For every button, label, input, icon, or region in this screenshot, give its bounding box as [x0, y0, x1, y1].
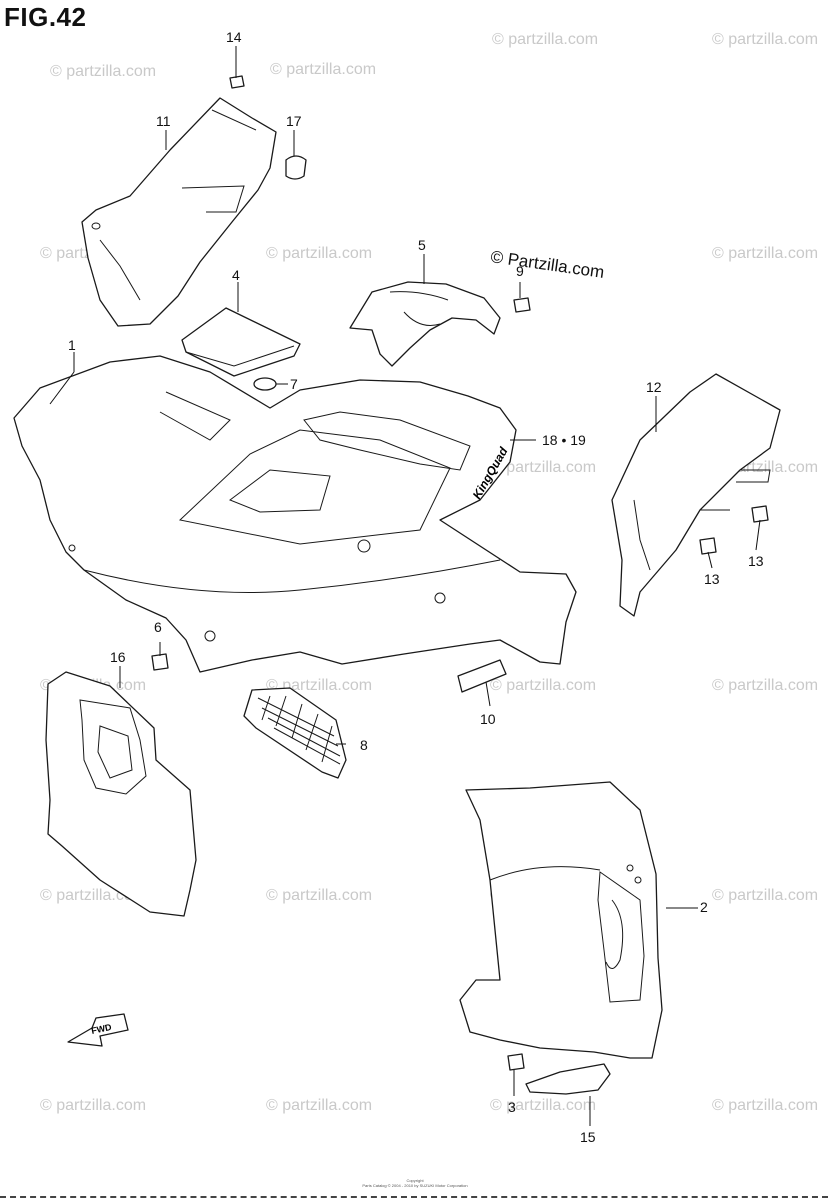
- callout-3: 3: [508, 1099, 516, 1115]
- watermark: © partzilla.com: [266, 245, 372, 262]
- watermark: © partzilla.com: [50, 63, 156, 80]
- callout-16: 16: [110, 649, 126, 665]
- callout-10: 10: [480, 711, 496, 727]
- copyright-note: Copyright Parts Catalog © 2004 - 2010 by…: [330, 1178, 500, 1188]
- figure-title: FIG.42: [4, 2, 87, 32]
- callout-17: 17: [286, 113, 302, 129]
- callout-12: 12: [646, 379, 662, 395]
- callout-labels: 1 2 3 4 5 6 7 8 9 10 11 12 13 13 14 15 1…: [68, 29, 764, 1145]
- watermark: © partzilla.com: [266, 1097, 372, 1114]
- leader-lines: [49, 46, 761, 1126]
- part-4-cover: [181, 307, 301, 377]
- watermark: © partzilla.com: [266, 887, 372, 904]
- callout-13a: 13: [748, 553, 764, 569]
- watermark: © partzilla.com: [40, 1097, 146, 1114]
- part-9-screw: [513, 297, 531, 313]
- callout-1: 1: [68, 337, 76, 353]
- callout-6: 6: [154, 619, 162, 635]
- fwd-label: FWD: [90, 1022, 113, 1036]
- part-16-mud-guard: [45, 671, 197, 917]
- callout-9: 9: [516, 263, 524, 279]
- watermark: © partzilla.com: [712, 1097, 818, 1114]
- callout-14: 14: [226, 29, 242, 45]
- copyright-line-1: Copyright: [406, 1178, 424, 1183]
- part-17-grommet: [285, 155, 307, 180]
- part-5-meter-cover: [349, 281, 501, 367]
- callout-8: 8: [360, 737, 368, 753]
- part-8-grille: [243, 687, 347, 779]
- part-14-bolt: [229, 75, 245, 89]
- watermark: © partzilla.com: [270, 61, 376, 78]
- watermark: © partzilla.com: [712, 31, 818, 48]
- callout-11: 11: [156, 113, 171, 129]
- bottom-divider: [0, 1196, 828, 1198]
- callout-15: 15: [580, 1129, 596, 1145]
- part-10-seal: [457, 659, 507, 693]
- part-11-left-panel: [81, 97, 277, 327]
- part-15-small-guard: [525, 1063, 611, 1095]
- watermark: © partzilla.com: [712, 887, 818, 904]
- watermark: © partzilla.com: [712, 245, 818, 262]
- callout-5: 5: [418, 237, 426, 253]
- watermark: © partzilla.com: [492, 31, 598, 48]
- part-2-mud-guard: [459, 781, 663, 1059]
- part-1-front-fender: KingQuad: [13, 355, 577, 673]
- callout-13b: 13: [704, 571, 720, 587]
- watermark: © partzilla.com: [490, 459, 596, 476]
- watermark-main: © Partzilla.com: [489, 247, 605, 282]
- copyright-line-2: Parts Catalog © 2004 - 2010 by SUZUKI Mo…: [362, 1183, 468, 1188]
- callout-18-19: 18 • 19: [542, 432, 586, 448]
- part-7-clip: [253, 377, 277, 391]
- watermark: © partzilla.com: [712, 677, 818, 694]
- watermark: © partzilla.com: [490, 1097, 596, 1114]
- callout-4: 4: [232, 267, 240, 283]
- part-13-bolts: [699, 505, 769, 555]
- part-6-bolt: [151, 653, 169, 671]
- callout-7: 7: [290, 376, 298, 392]
- part-3-screw: [507, 1053, 525, 1071]
- callout-2: 2: [700, 899, 708, 915]
- part-12-right-panel: [611, 373, 781, 617]
- watermark: © partzilla.com: [490, 677, 596, 694]
- fwd-arrow-icon: FWD: [67, 1013, 129, 1047]
